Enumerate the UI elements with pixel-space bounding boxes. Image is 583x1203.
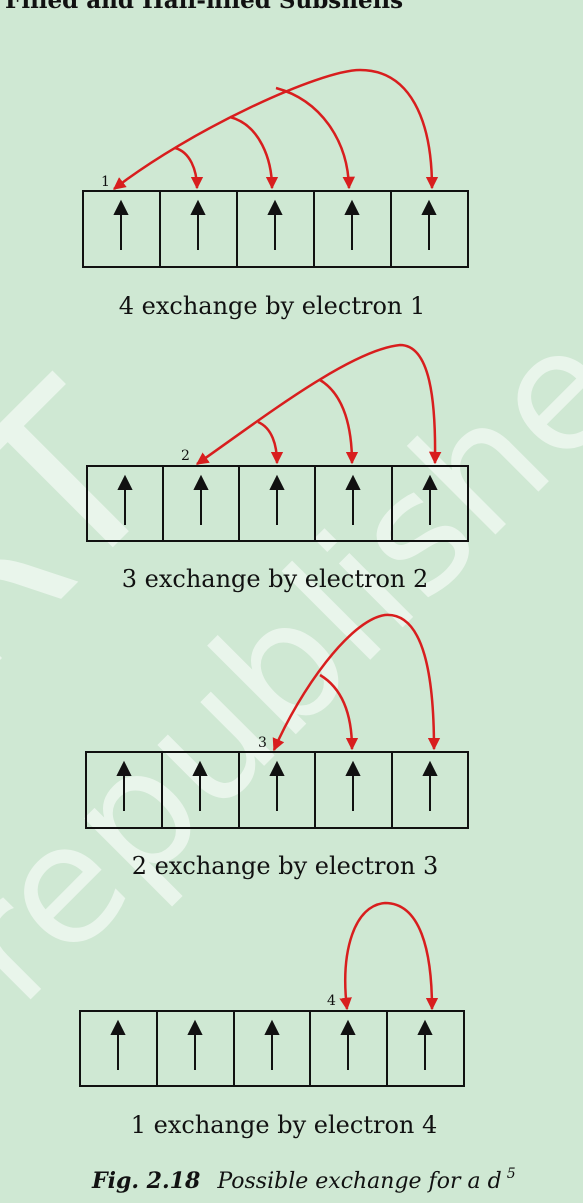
orbital-boxes: [79, 1010, 465, 1087]
diagram-electron-4: 4 1 exchange by electron 4: [79, 901, 465, 1139]
figure-number: Fig. 2.18: [91, 1168, 200, 1194]
electron-number: 3: [258, 735, 267, 751]
electron-number: 4: [327, 993, 336, 1009]
electron-number: 2: [181, 448, 190, 464]
diagram-electron-3: 3 2 exchange by electron 3: [85, 613, 469, 880]
diagram-electron-2: 2 3 exchange by electron 2: [86, 343, 469, 593]
watermark: RT republished: [0, 217, 583, 1037]
section-header: Filled and Half-filled Subshells: [5, 0, 403, 14]
electron-number: 1: [101, 174, 110, 190]
diagram-caption: 1 exchange by electron 4: [131, 1111, 438, 1139]
figure-superscript: 5: [507, 1166, 516, 1182]
spin-arrows: [110, 1019, 433, 1070]
spin-arrows: [116, 760, 438, 811]
svg-text:Fig. 2.18 Possible excha: Fig. 2.18 Possible exchange for a d 5: [91, 1166, 516, 1194]
diagram-caption: 4 exchange by electron 1: [119, 292, 426, 320]
diagram-caption: 2 exchange by electron 3: [132, 852, 439, 880]
orbital-boxes: [85, 751, 469, 829]
orbital-boxes: [82, 190, 469, 268]
exchange-arrows: [113, 68, 439, 190]
spin-arrows: [117, 474, 438, 525]
figure-title: Possible exchange for a d: [216, 1169, 501, 1194]
diagram-electron-1: 1 4 exchange by electron 1: [82, 68, 469, 320]
exchange-arrows: [195, 343, 442, 466]
figure-caption: Fig. 2.18 Possible exchange for a d 5: [91, 1166, 516, 1194]
diagram-caption: 3 exchange by electron 2: [122, 565, 429, 593]
exchange-arrows: [339, 901, 439, 1011]
orbital-boxes: [86, 465, 469, 542]
spin-arrows: [113, 199, 437, 250]
exchange-arrows: [272, 613, 441, 752]
